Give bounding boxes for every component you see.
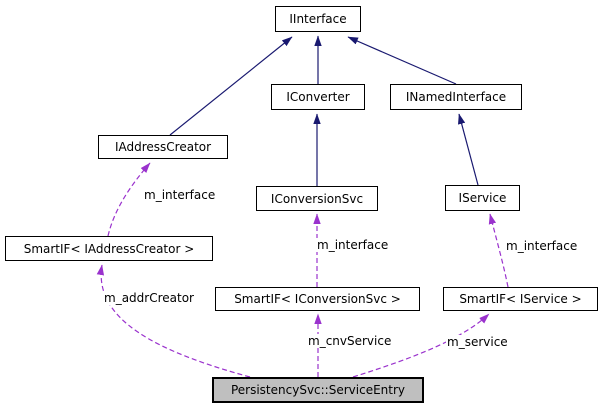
edge-usage-serviceentry-to-smartif-iservice [352,313,490,378]
node-smartif-iservice[interactable]: SmartIF< IService > [443,287,598,311]
edge-label-m-addrcreator: m_addrCreator [103,291,195,305]
edge-usage-serviceentry-to-smartif-iaddresscreator [96,264,251,378]
edge-label-m-service: m_service [446,335,509,349]
node-iservice[interactable]: IService [445,185,520,211]
edge-usage-smartif-iaddresscreator-to-iaddresscreator [107,162,151,237]
edge-label-m-cnvservice: m_cnvService [307,334,393,348]
node-smartif-iaddresscreator[interactable]: SmartIF< IAddressCreator > [5,236,213,261]
node-iaddresscreator[interactable]: IAddressCreator [98,135,228,159]
edge-inheritance-iservice-to-inamedinterface [458,113,479,186]
node-iconversionsvc[interactable]: IConversionSvc [256,186,378,211]
node-smartif-iconversionsvc[interactable]: SmartIF< IConversionSvc > [215,287,420,311]
edge-label-m-interface-right: m_interface [505,239,579,253]
edge-label-m-interface-left: m_interface [143,188,217,202]
node-iinterface[interactable]: IInterface [275,6,361,32]
node-persistencysvc-serviceentry: PersistencySvc::ServiceEntry [212,377,424,403]
edge-label-m-interface-center: m_interface [316,238,390,252]
node-iconverter[interactable]: IConverter [271,84,365,110]
edge-inheritance-inamedinterface-to-iinterface [347,36,457,85]
edge-usage-smartif-iservice-to-iservice [488,213,509,288]
node-inamedinterface[interactable]: INamedInterface [390,84,522,110]
edge-inheritance-iaddresscreator-to-iinterface [169,36,293,136]
